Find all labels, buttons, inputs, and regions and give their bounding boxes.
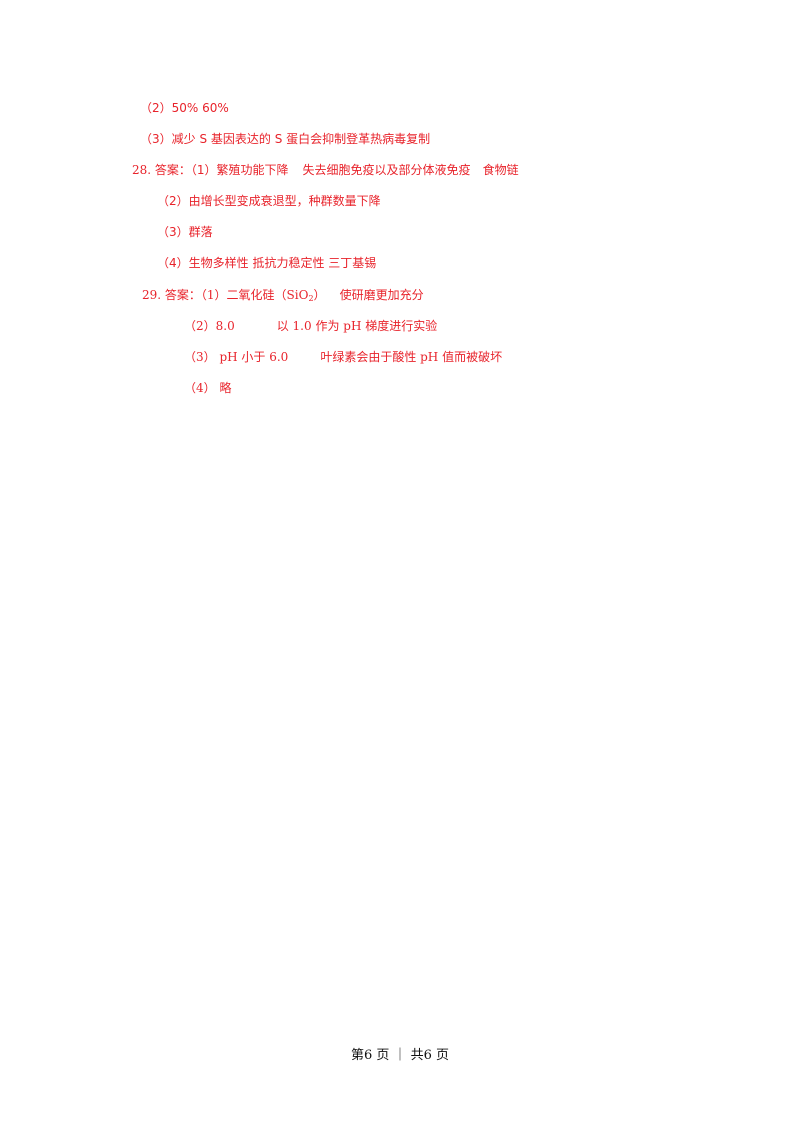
q28-line1: 28. 答案：（1）繁殖功能下降失去细胞免疫以及部分体液免疫食物链 — [132, 162, 519, 178]
q27-part2: （2）50% 60% — [140, 101, 229, 115]
q29-line1: 29. 答案：（1）二氧化硅（SiO2） 使研磨更加充分 — [142, 287, 424, 303]
q29-part1-b: ） — [313, 288, 326, 302]
q29-part1-a: （1）二氧化硅（SiO — [200, 288, 309, 302]
q27-part3: （3）减少 S 基因表达的 S 蛋白会抑制登革热病毒复制 — [140, 132, 431, 146]
q29-part1-c: 使研磨更加充分 — [339, 288, 424, 302]
q29-part1-subscript: 2 — [308, 294, 314, 303]
q28-part1-a: （1）繁殖功能下降 — [190, 163, 289, 177]
q29-line2: （2）8.0 以 1.0 作为 pH 梯度进行实验 — [184, 318, 437, 334]
q29-part3-b: 叶绿素会由于酸性 pH 值而被破坏 — [320, 350, 503, 364]
q29-part3-a: （3） pH 小于 6.0 — [184, 350, 289, 364]
q29-part2-a: （2）8.0 — [184, 319, 235, 333]
q29-part2-b: 以 1.0 作为 pH 梯度进行实验 — [276, 319, 438, 333]
q28-part4: （4）生物多样性 抵抗力稳定性 三丁基锡 — [157, 256, 377, 270]
q29-label: 29. 答案： — [142, 288, 201, 302]
q29-line3: （3） pH 小于 6.0 叶绿素会由于酸性 pH 值而被破坏 — [184, 349, 502, 365]
page-footer: 第6 页 ｜ 共6 页 — [350, 1048, 450, 1063]
q28-part3: （3）群落 — [157, 225, 213, 239]
q28-part2: （2）由增长型变成衰退型，种群数量下降 — [157, 194, 381, 208]
q29-part4: （4） 略 — [184, 381, 232, 395]
q28-part1-c: 食物链 — [482, 163, 519, 177]
q28-part1-b: 失去细胞免疫以及部分体液免疫 — [302, 163, 471, 177]
q28-label: 28. 答案： — [132, 163, 191, 177]
